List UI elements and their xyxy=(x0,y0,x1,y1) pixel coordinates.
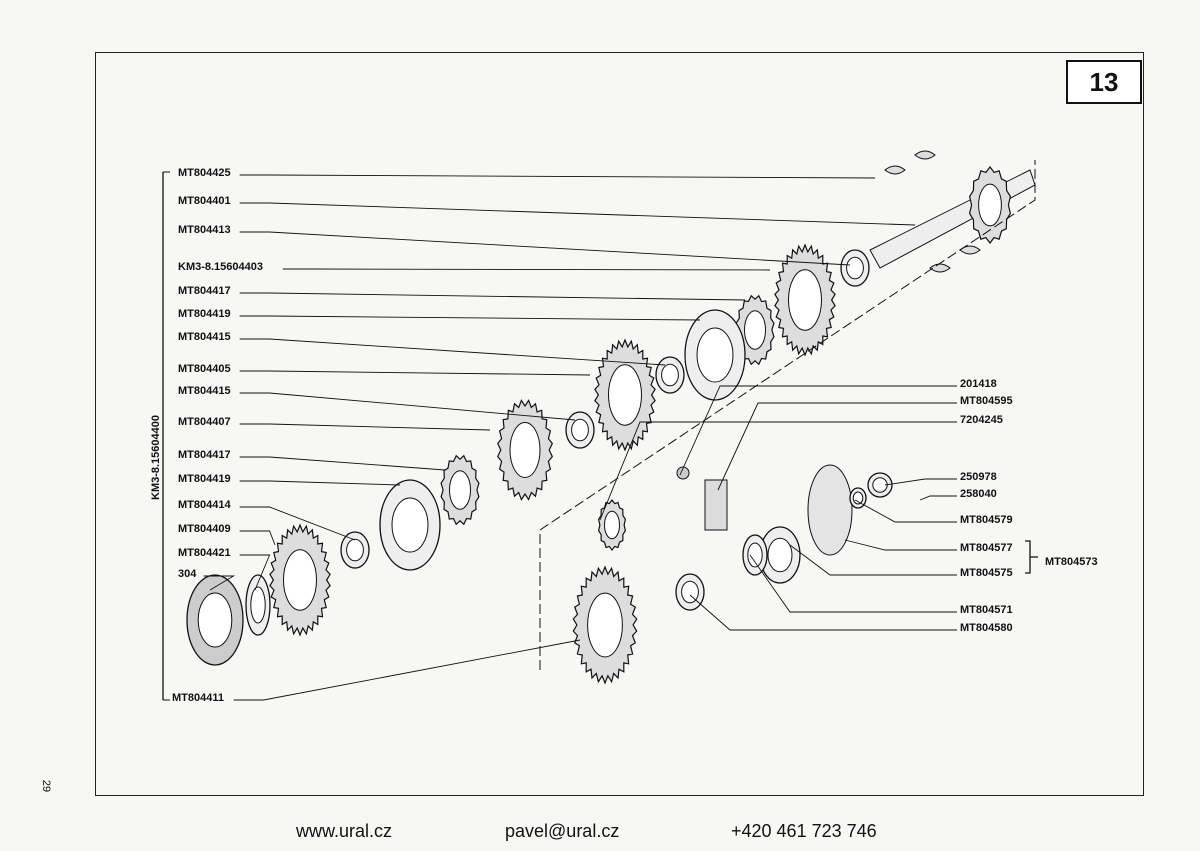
page-number: 13 xyxy=(1089,66,1119,97)
part-label: MT804411 xyxy=(172,692,224,704)
part-label: MT804580 xyxy=(960,622,1013,634)
leader-line xyxy=(239,315,701,321)
part-label: MT804414 xyxy=(178,499,231,511)
footer-website[interactable]: www.ural.cz xyxy=(296,821,393,841)
part-labels: MT804425MT804401MT804413KM3-8.15604403MT… xyxy=(172,167,1013,704)
part-label: 7204245 xyxy=(960,414,1003,426)
leader-line xyxy=(239,530,276,546)
gear-mt804409 xyxy=(269,523,331,637)
flange-mt804577 xyxy=(807,464,853,556)
leader-line xyxy=(717,402,957,491)
leader-line xyxy=(239,292,746,301)
part-label: MT804419 xyxy=(178,308,231,320)
leader-line xyxy=(749,554,957,613)
part-label: MT804571 xyxy=(960,604,1013,616)
leader-line xyxy=(282,268,771,271)
leader-line xyxy=(239,456,446,471)
leader-line xyxy=(679,385,957,476)
gear-km3-8-15604403 xyxy=(774,243,836,357)
leader-line xyxy=(239,554,271,591)
leader-line xyxy=(239,480,401,486)
leader-line xyxy=(599,421,957,521)
gear-small xyxy=(597,499,627,551)
gear-mt804405 xyxy=(594,338,656,452)
group-label: MT804573 xyxy=(1045,556,1098,568)
leader-lines xyxy=(163,171,957,701)
group-bracket xyxy=(1025,540,1038,574)
leader-line xyxy=(884,478,957,486)
leader-line xyxy=(239,174,876,179)
leader-line xyxy=(203,575,236,591)
parts-drawing xyxy=(186,150,1036,685)
clutch-mt804419-2 xyxy=(379,479,441,571)
part-label: MT804595 xyxy=(960,395,1013,407)
washer-mt804421 xyxy=(245,574,271,636)
leader-line xyxy=(789,544,957,576)
bushing-mt804415-2 xyxy=(565,411,595,449)
leader-line xyxy=(239,506,356,541)
part-label: MT804415 xyxy=(178,331,231,343)
part-label: MT804417 xyxy=(178,449,231,461)
part-label: 304 xyxy=(178,568,197,580)
leader-line xyxy=(239,338,666,366)
part-label: MT804405 xyxy=(178,363,231,375)
bearing-304 xyxy=(186,574,244,666)
part-label: MT804425 xyxy=(178,167,231,179)
part-label: MT804419 xyxy=(178,473,231,485)
bolt-201418 xyxy=(676,466,690,480)
ring-mt804571 xyxy=(742,534,768,576)
washer-mt804580 xyxy=(675,573,705,611)
leader-line xyxy=(844,539,957,551)
key-mt804425 xyxy=(929,263,951,273)
leader-line xyxy=(854,499,957,523)
part-label: KM3-8.15604403 xyxy=(178,261,263,273)
leader-line xyxy=(239,392,576,421)
washer-mt804579 xyxy=(849,487,867,509)
part-label: 258040 xyxy=(960,488,997,500)
key-mt804425 xyxy=(914,150,936,160)
leader-line xyxy=(239,202,916,226)
leader-line xyxy=(689,594,957,631)
part-label: MT804409 xyxy=(178,523,231,535)
drawing-frame xyxy=(95,52,1144,796)
bushing-mt804415 xyxy=(655,356,685,394)
gear-mt804411 xyxy=(572,565,638,685)
leader-line xyxy=(239,370,591,376)
key-mt804425 xyxy=(884,165,906,175)
leader-line xyxy=(919,495,957,501)
axis-line xyxy=(539,160,1036,670)
part-label: MT804413 xyxy=(178,224,231,236)
part-label: MT804575 xyxy=(960,567,1013,579)
part-label: MT804579 xyxy=(960,514,1013,526)
part-label: 250978 xyxy=(960,471,997,483)
part-label: MT804401 xyxy=(178,195,231,207)
gear-mt804417-2 xyxy=(440,454,480,526)
bushing-mt804413 xyxy=(840,249,870,287)
gear-mt804407 xyxy=(496,399,554,501)
key-mt804425 xyxy=(959,245,981,255)
leader-line xyxy=(233,639,581,701)
nut-250978 xyxy=(867,472,893,498)
part-label: MT804417 xyxy=(178,285,231,297)
page-number-box: 13 xyxy=(1066,60,1142,104)
part-label: 201418 xyxy=(960,378,997,390)
footer-email[interactable]: pavel@ural.cz xyxy=(505,821,620,841)
part-label: MT804415 xyxy=(178,385,231,397)
part-label: MT804577 xyxy=(960,542,1013,554)
assembly-label: KM3-8.15604400 xyxy=(150,415,162,500)
main-shaft xyxy=(869,169,1036,269)
leader-line xyxy=(239,423,491,431)
part-label: MT804407 xyxy=(178,416,231,428)
bushing-mt804414 xyxy=(340,531,370,569)
shaft-gear xyxy=(968,166,1012,244)
seal-mt804575 xyxy=(759,526,801,584)
part-label: MT804421 xyxy=(178,547,231,559)
footer-phone: +420 461 723 746 xyxy=(731,821,877,841)
speedo-drive-shaft xyxy=(704,479,728,531)
gear-mt804417 xyxy=(735,294,775,366)
clutch-mt804419 xyxy=(684,309,746,401)
leader-line xyxy=(239,231,851,266)
